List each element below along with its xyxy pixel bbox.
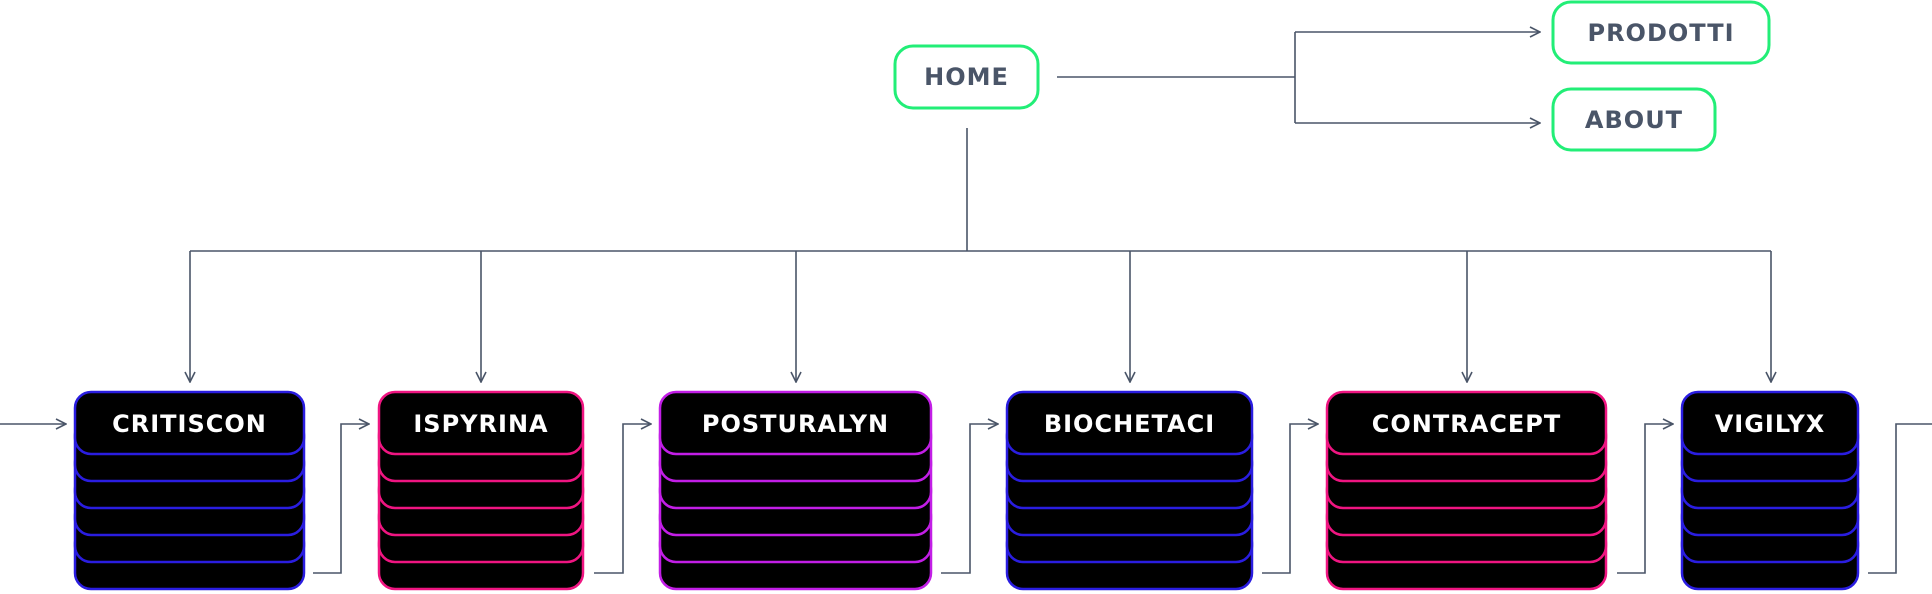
product-stack-critiscon[interactable]: CRITISCON	[73, 390, 306, 591]
nav-node-home[interactable]: HOME	[893, 44, 1040, 110]
nav-home-label: HOME	[924, 63, 1009, 91]
stack-top-layer	[1005, 390, 1254, 456]
stack-layers	[73, 390, 306, 591]
stack-top-layer	[73, 390, 306, 456]
connector-chain-5	[1617, 424, 1673, 574]
stack-label: VIGILYX	[1715, 410, 1826, 438]
stack-label: CONTRACEPT	[1372, 410, 1562, 438]
stack-top-layer	[1325, 390, 1608, 456]
product-stack-vigilyx[interactable]: VIGILYX	[1680, 390, 1860, 591]
connector-home-branch	[1057, 32, 1296, 123]
product-stack-biochetaci[interactable]: BIOCHETACI	[1005, 390, 1254, 591]
nav-about-label: ABOUT	[1585, 106, 1683, 134]
stack-layers	[1325, 390, 1608, 591]
stack-label: POSTURALYN	[702, 410, 889, 438]
stack-top-layer	[1680, 390, 1860, 456]
connector-chain-1	[313, 424, 369, 574]
stack-layers	[1680, 390, 1860, 591]
nav-prodotti-label: PRODOTTI	[1587, 19, 1734, 47]
product-stack-ispyrina[interactable]: ISPYRINA	[377, 390, 585, 591]
nav-node-prodotti[interactable]: PRODOTTI	[1551, 0, 1771, 65]
connector-chain-4	[1262, 424, 1318, 574]
stack-layers	[377, 390, 585, 591]
connector-chain-2	[594, 424, 651, 574]
connector-chain-3	[941, 424, 998, 574]
connectors	[0, 32, 1932, 574]
product-stack-posturalyn[interactable]: POSTURALYN	[658, 390, 933, 591]
stack-layers	[658, 390, 933, 591]
stack-top-layer	[658, 390, 933, 456]
nav-node-about[interactable]: ABOUT	[1551, 87, 1717, 152]
stack-label: BIOCHETACI	[1044, 410, 1215, 438]
product-stack-contracept[interactable]: CONTRACEPT	[1325, 390, 1608, 591]
stack-label: ISPYRINA	[413, 410, 548, 438]
connector-exit	[1868, 423, 1932, 574]
stack-top-layer	[377, 390, 585, 456]
stack-layers	[1005, 390, 1254, 591]
stack-label: CRITISCON	[112, 410, 267, 438]
